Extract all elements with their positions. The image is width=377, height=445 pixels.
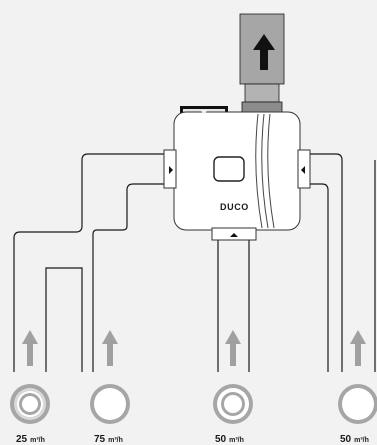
flow-arrow-icon bbox=[225, 330, 241, 366]
ring-valve-icon bbox=[213, 384, 253, 424]
valves bbox=[10, 384, 377, 424]
ring-valve-icon bbox=[10, 384, 50, 424]
ring-valve-icon bbox=[90, 384, 130, 424]
flow-arrows bbox=[22, 330, 366, 366]
ventilation-unit: DUCO bbox=[163, 106, 311, 241]
display-window bbox=[213, 156, 245, 182]
flow-arrow-icon bbox=[350, 330, 366, 366]
flow-arrow-icon bbox=[102, 330, 118, 366]
exhaust-arrow-icon bbox=[253, 34, 275, 70]
exhaust-duct bbox=[239, 13, 285, 113]
flow-arrow-icon bbox=[22, 330, 38, 366]
duct-lines bbox=[13, 153, 376, 372]
brand-logo: DUCO bbox=[220, 202, 249, 212]
ring-valve-icon bbox=[338, 384, 377, 424]
